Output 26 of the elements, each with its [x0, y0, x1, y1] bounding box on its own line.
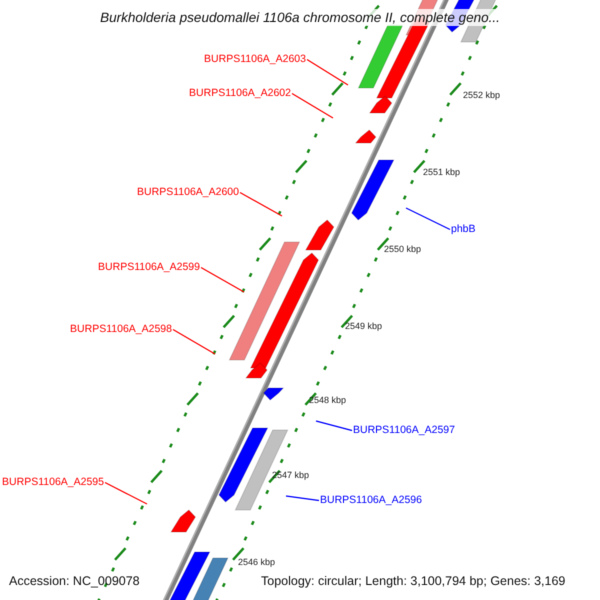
- gene-label: BURPS1106A_A2596: [320, 494, 422, 507]
- leader-line: [306, 59, 348, 86]
- gene-label: BURPS1106A_A2600: [137, 186, 239, 199]
- leader-line: [104, 482, 148, 505]
- gene-label: BURPS1106A_A2603: [204, 53, 306, 66]
- gene-label: BURPS1106A_A2598: [70, 323, 172, 336]
- tick-label: 2551 kbp: [423, 167, 460, 178]
- leader-line: [316, 420, 352, 432]
- tick-label: 2550 kbp: [384, 244, 422, 255]
- gene-label: BURPS1106A_A2597: [353, 424, 455, 437]
- tick-label: 2548 kbp: [309, 395, 346, 406]
- leader-line: [200, 266, 244, 293]
- tick-label: 2552 kbp: [463, 90, 500, 101]
- leader-line: [406, 207, 450, 230]
- gene-label: phbB: [451, 223, 476, 236]
- tick-label: 2546 kbp: [238, 557, 276, 568]
- leader-line: [286, 495, 320, 502]
- footer-text: Accession: NC_009078: [9, 574, 140, 589]
- leader-line: [292, 92, 334, 119]
- footer-text: Topology: circular; Length: 3,100,794 bp; Genes: 3,169: [261, 574, 566, 589]
- tick-label: 2549 kbp: [345, 321, 382, 332]
- leader-line: [240, 192, 282, 217]
- gene-label: BURPS1106A_A2595: [2, 476, 104, 489]
- leader-line: [172, 328, 216, 355]
- gene-label: BURPS1106A_A2602: [189, 87, 291, 100]
- gene-label: BURPS1106A_A2599: [98, 261, 200, 274]
